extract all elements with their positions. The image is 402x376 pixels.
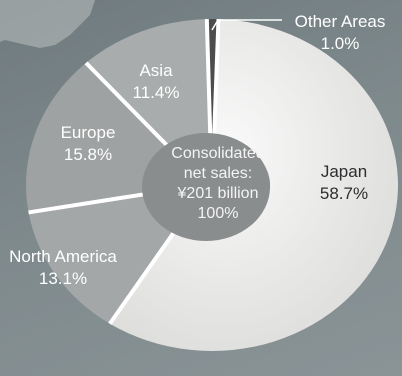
donut-hole (142, 133, 270, 241)
leader-line-other-areas (211, 19, 282, 31)
slice-japan (109, 19, 399, 351)
slice-separator (28, 190, 156, 215)
label-japan: Japan (321, 162, 367, 181)
label-north-america: North America (9, 247, 117, 266)
label-other-areas: Other Areas (295, 12, 386, 31)
value-other-areas: 1.0% (321, 34, 360, 53)
slice-separator (84, 61, 175, 153)
center-label-line: net sales: (184, 165, 252, 182)
slice-separator (212, 19, 221, 140)
value-asia: 11.4% (133, 83, 180, 102)
center-label-line: 100% (198, 205, 239, 222)
slice-north-america (28, 192, 181, 324)
slice-asia (86, 19, 211, 152)
slice-separator (204, 19, 213, 140)
label-asia: Asia (139, 61, 173, 80)
value-japan: 58.7% (320, 184, 368, 203)
slice-separator (108, 222, 182, 325)
value-north-america: 13.1% (39, 269, 87, 288)
background-map-shape (0, 0, 95, 48)
label-europe: Europe (61, 123, 116, 142)
slice-europe (26, 62, 173, 213)
center-label-line: Consolidated (171, 145, 264, 162)
value-europe: 15.8% (64, 145, 112, 164)
center-label-line: ¥201 billion (177, 185, 259, 202)
